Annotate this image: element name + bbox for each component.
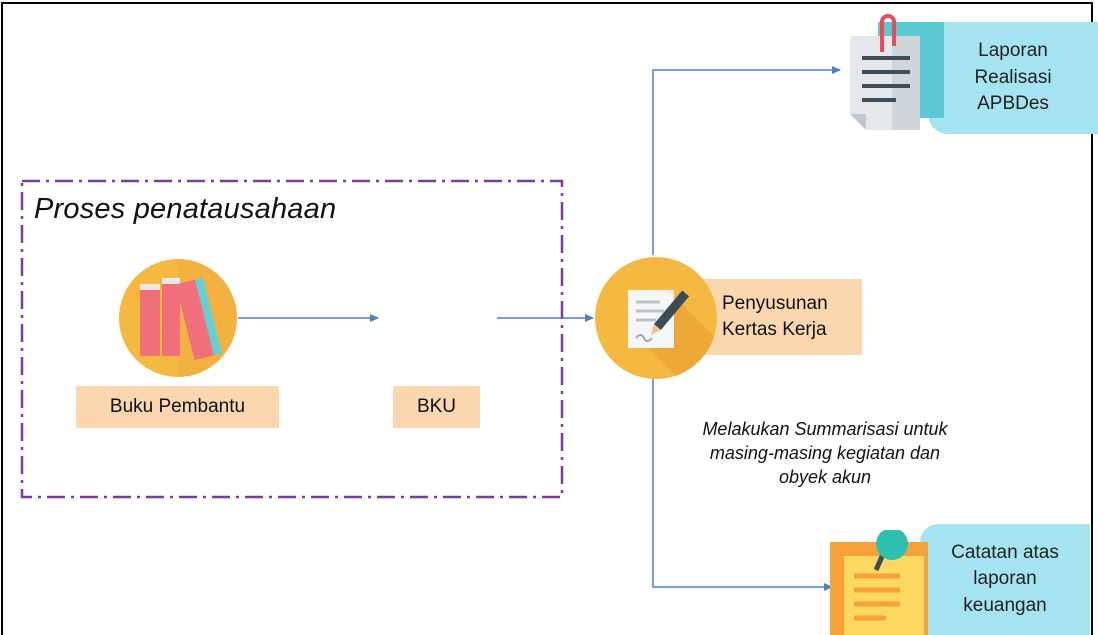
- books-icon: [119, 259, 237, 377]
- bku-label: BKU: [393, 386, 480, 428]
- catatan-label: Catatan atas laporan keuangan: [920, 524, 1090, 635]
- penyusunan-text: Penyusunan Kertas Kerja: [722, 293, 828, 340]
- buku-pembantu-label: Buku Pembantu: [76, 386, 279, 428]
- summarization-note: Melakukan Summarisasi untuk masing-masin…: [702, 419, 948, 487]
- arrow-to-catatan: [652, 378, 833, 591]
- notes-magnifier-icon: [830, 530, 928, 635]
- penyusunan-label: Penyusunan Kertas Kerja: [700, 279, 862, 355]
- arrow-to-laporan: [652, 66, 841, 255]
- document-pen-icon: [595, 257, 717, 379]
- report-clip-icon: [850, 14, 944, 130]
- laporan-realisasi-label: Laporan Realisasi APBDes: [928, 22, 1098, 134]
- laporan-realisasi-text: Laporan Realisasi APBDes: [974, 40, 1052, 115]
- catatan-text: Catatan atas laporan keuangan: [951, 541, 1059, 616]
- process-group-title: Proses penatausahaan: [34, 193, 337, 225]
- process-group-border: [20, 179, 564, 499]
